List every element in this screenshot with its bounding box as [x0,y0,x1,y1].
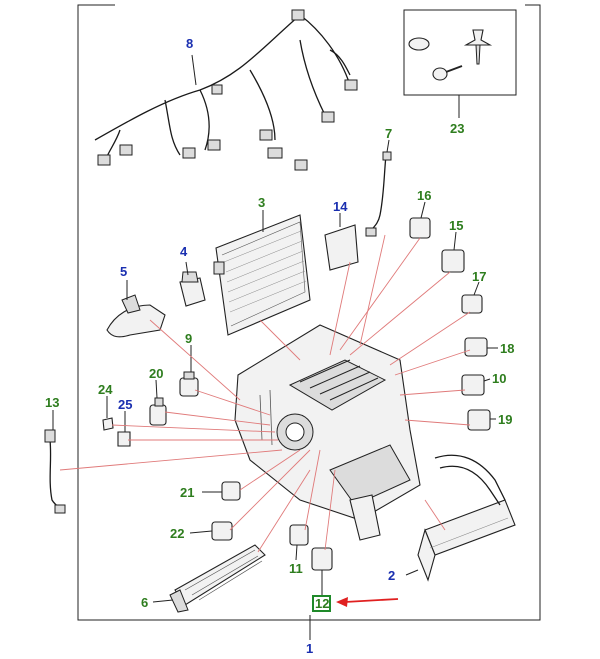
air-filter-duct [169,544,266,613]
callout-25[interactable]: 25 [118,397,132,412]
heater-core [417,454,516,582]
actuator-15 [441,249,465,273]
callout-13[interactable]: 13 [45,395,59,410]
callout-19[interactable]: 19 [498,412,512,427]
leader-10 [483,378,491,382]
hvac-housing [234,324,421,541]
actuator-18 [464,337,488,357]
callout-5[interactable]: 5 [120,264,127,279]
actuator-21 [221,481,241,501]
callout-16[interactable]: 16 [417,188,431,203]
callout-23[interactable]: 23 [450,121,464,136]
clip-24 [102,417,114,431]
actuator-19 [467,409,491,431]
refrigerant-pipe [106,294,166,338]
callout-8[interactable]: 8 [186,36,193,51]
expansion-valve [179,271,206,307]
callout-10[interactable]: 10 [492,371,506,386]
callout-17[interactable]: 17 [472,269,486,284]
callout-1[interactable]: 1 [306,641,313,656]
leader-22 [189,530,213,534]
callout-2[interactable]: 2 [388,568,395,583]
callout-22[interactable]: 22 [170,526,184,541]
leader-4 [185,261,189,276]
actuator-20 [149,397,167,426]
callout-4[interactable]: 4 [180,244,188,259]
sensor-13 [44,429,66,514]
wiring-harness [94,9,358,171]
leader-7 [386,139,390,153]
leader-11 [295,544,298,561]
callout-20[interactable]: 20 [149,366,163,381]
bracket-14 [324,224,359,271]
callout-21[interactable]: 21 [180,485,194,500]
diagram-frame [77,4,541,621]
actuator-11 [289,524,309,546]
callout-3[interactable]: 3 [258,195,265,210]
actuator-9 [179,371,199,397]
actuator-17 [461,294,483,314]
actuator-16 [409,217,431,239]
leader-2 [405,569,419,576]
red-pointer-arrow [336,597,399,607]
callout-11[interactable]: 11 [289,561,303,576]
callout-18[interactable]: 18 [500,341,514,356]
callout-24[interactable]: 24 [98,382,113,397]
actuator-12 [311,547,333,571]
callout-6[interactable]: 6 [141,595,148,610]
leader-17 [473,281,480,296]
sensor-probe [365,151,392,237]
leader-8 [191,54,197,86]
evaporator-core [213,214,311,336]
selected-part-highlight-box[interactable] [312,595,331,612]
leader-20 [155,379,158,399]
actuator-10 [461,374,485,396]
leader-15 [453,231,457,251]
actuator-22 [211,521,233,541]
red-leaders [59,234,471,553]
leader-16 [420,201,426,219]
callout-12[interactable]: 12 [315,596,329,611]
callout-14[interactable]: 14 [333,199,348,214]
fastener-inset-box [403,9,517,96]
fastener-icons [408,29,493,81]
callout-7[interactable]: 7 [385,126,392,141]
callout-9[interactable]: 9 [185,331,192,346]
leader-6 [152,599,174,603]
callout-15[interactable]: 15 [449,218,463,233]
clip-25 [117,431,131,447]
